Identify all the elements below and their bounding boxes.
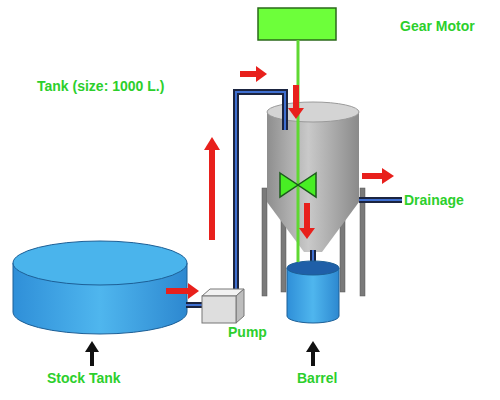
- pointer-arrow: [85, 341, 320, 366]
- tank-label: Tank (size: 1000 L.): [37, 78, 164, 95]
- component-label: Stock Tank: [47, 370, 121, 387]
- stock-tank: [13, 241, 187, 334]
- component-label: Pump: [228, 324, 267, 341]
- pump: [202, 289, 244, 323]
- mixing-tank: [267, 102, 359, 252]
- gear-motor: [258, 8, 336, 262]
- barrel: [287, 261, 339, 323]
- component-label: Gear Motor: [400, 18, 475, 35]
- pipe: [186, 92, 402, 305]
- component-label: Barrel: [297, 370, 337, 387]
- flow-arrow: [166, 66, 394, 299]
- component-label: Drainage: [404, 192, 464, 209]
